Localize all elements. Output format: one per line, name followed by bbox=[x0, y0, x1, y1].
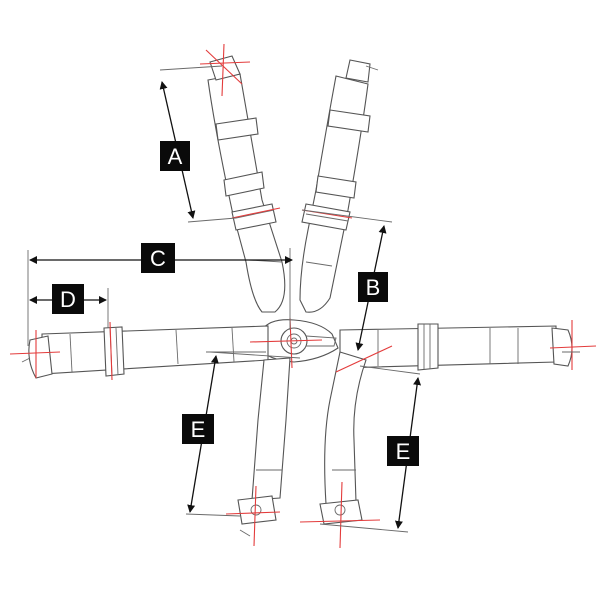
label-c: C bbox=[141, 243, 175, 273]
label-d-text: D bbox=[60, 287, 76, 312]
label-d: D bbox=[52, 284, 84, 314]
sub-mount-left bbox=[225, 485, 281, 547]
label-e-right-text: E bbox=[396, 439, 411, 464]
right-shoulder-strap bbox=[299, 75, 371, 313]
label-b: B bbox=[358, 272, 388, 302]
label-b-text: B bbox=[366, 275, 381, 300]
right-sub-strap bbox=[319, 351, 367, 525]
label-e-left: E bbox=[182, 414, 214, 444]
shoulder-mount-left bbox=[199, 43, 251, 97]
label-e-right: E bbox=[387, 436, 419, 466]
lap-mount-right bbox=[549, 320, 597, 370]
lap-mount-left bbox=[9, 330, 61, 378]
label-c-text: C bbox=[150, 246, 166, 271]
label-a-text: A bbox=[168, 144, 183, 169]
left-sub-strap bbox=[237, 357, 291, 525]
label-e-left-text: E bbox=[191, 417, 206, 442]
label-a: A bbox=[160, 141, 190, 171]
left-shoulder-strap bbox=[207, 73, 286, 313]
center-cross bbox=[209, 317, 393, 373]
shoulder-mount-right bbox=[345, 59, 379, 83]
sub-mount-right bbox=[299, 481, 381, 549]
